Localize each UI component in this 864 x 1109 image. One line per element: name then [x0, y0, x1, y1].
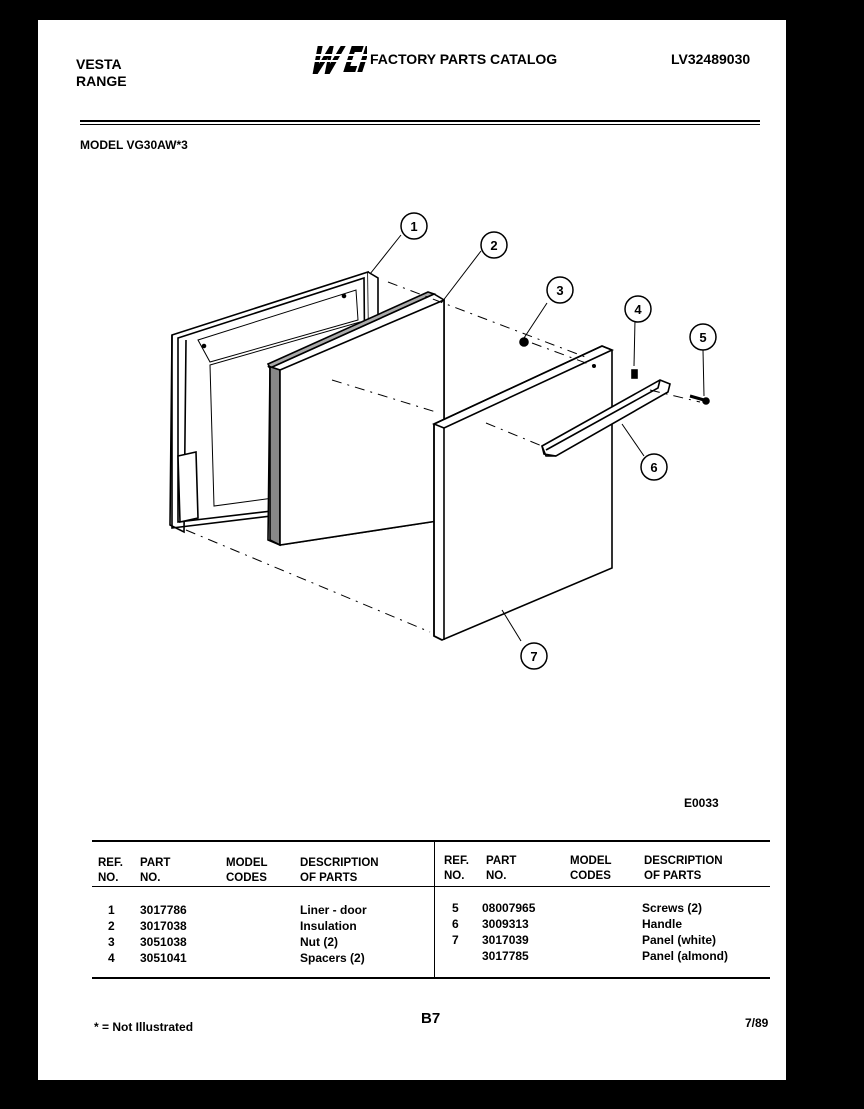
product-type: RANGE: [76, 73, 127, 89]
table-column-divider: [434, 842, 435, 978]
row-desc: Nut (2): [300, 935, 338, 949]
row-desc: Handle: [642, 917, 683, 931]
row-part: 08007965: [482, 901, 536, 915]
row-ref: 6: [452, 917, 459, 931]
catalog-title: FACTORY PARTS CATALOG: [370, 51, 558, 67]
row-desc: Spacers (2): [300, 951, 365, 965]
insulation-part: [266, 291, 445, 547]
row-part: 3051038: [140, 935, 187, 949]
row-desc: Panel (almond): [642, 949, 729, 963]
nut-part: [519, 337, 529, 347]
revision-date: 7/89: [745, 1016, 769, 1030]
not-illustrated-note: * = Not Illustrated: [94, 1020, 194, 1034]
row-part: 3009313: [482, 917, 529, 931]
row-ref: 7: [452, 933, 459, 947]
row-ref: 3: [108, 935, 115, 949]
row-part: 3051041: [140, 951, 187, 965]
model-label: MODEL VG30AW*3: [80, 138, 188, 152]
callout-circle-5: [689, 323, 717, 351]
row-ref: 5: [452, 901, 459, 915]
page-number: B7: [421, 1010, 441, 1027]
callout-4: 4: [634, 302, 642, 317]
brand-name: VESTA: [76, 56, 122, 72]
row-ref: 4: [108, 951, 115, 965]
row-ref: 1: [108, 903, 115, 917]
header-rule-thin: [80, 124, 760, 125]
callout-1: 1: [410, 219, 417, 234]
callout-circle-3: [546, 276, 574, 304]
row-ref: 2: [108, 919, 115, 933]
callout-6: 6: [650, 460, 657, 475]
table-bottom-rule: [92, 977, 770, 979]
exploded-parts-diagram: 1 2 3 4 5 6 7: [169, 212, 717, 670]
catalog-code: LV32489030: [671, 51, 751, 67]
figure-code: E0033: [684, 796, 719, 810]
callout-circle-2: [480, 231, 508, 259]
callout-circles: [400, 212, 717, 670]
row-part: 3017786: [140, 903, 187, 917]
callout-circle-6: [640, 453, 668, 481]
alignment-lines: [185, 281, 701, 633]
callout-7: 7: [530, 649, 537, 664]
row-desc: Panel (white): [642, 933, 717, 947]
panel-part: [431, 345, 615, 641]
spacer-part: [631, 369, 638, 379]
row-desc: Screws (2): [642, 901, 703, 915]
callout-3: 3: [556, 283, 563, 298]
table-top-rule: [92, 840, 770, 842]
header-ref-right: REF.NO.: [444, 855, 469, 882]
row-part: 3017038: [140, 919, 187, 933]
screw-part: [689, 394, 705, 402]
leader-lines: [369, 234, 705, 642]
callout-circle-7: [520, 642, 548, 670]
row-part: 3017039: [482, 933, 529, 947]
callout-circle-1: [400, 212, 428, 240]
callout-5: 5: [699, 330, 706, 345]
catalog-page: VESTA RANGE FACTORY PARTS CATALOG LV3248…: [38, 20, 786, 1080]
handle-part: [540, 379, 671, 457]
row-part: 3017785: [482, 949, 529, 963]
callout-2: 2: [490, 238, 497, 253]
row-desc: Insulation: [300, 919, 357, 933]
brand-block: VESTA RANGE: [76, 56, 127, 90]
header-ref: REF.NO.: [98, 857, 123, 884]
header-rule: [80, 120, 760, 122]
row-desc: Liner - door: [300, 903, 367, 917]
callout-circle-4: [624, 295, 652, 323]
table-header-rule: [92, 886, 770, 887]
wci-logo: [308, 46, 367, 74]
